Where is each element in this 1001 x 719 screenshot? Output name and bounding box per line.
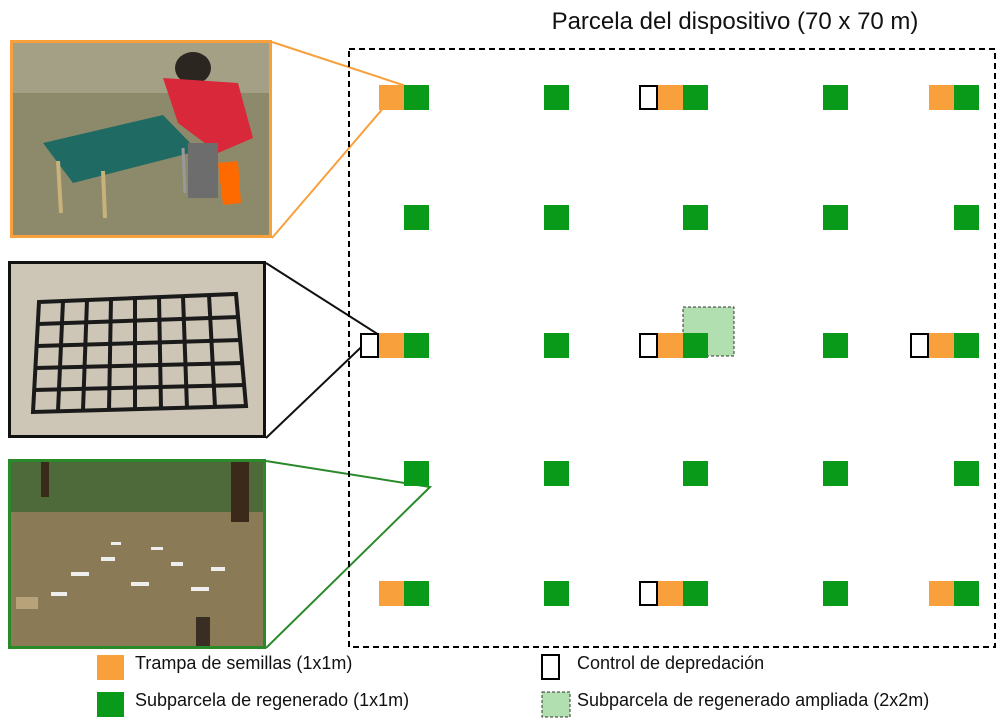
forest-floor-illustration	[11, 462, 263, 646]
regen-subplot	[683, 581, 708, 606]
seed-trap	[658, 581, 683, 606]
connector-seed-trap	[271, 41, 405, 239]
legend-label-regen-expanded: Subparcela de regenerado ampliada (2x2m)	[577, 690, 930, 710]
seed-trap	[379, 333, 404, 358]
connector-control	[265, 262, 378, 439]
seed-trap	[379, 581, 404, 606]
legend-label-control: Control de depredación	[577, 653, 765, 673]
regen-subplot	[823, 85, 848, 110]
regen-subplot	[823, 205, 848, 230]
seed-trap	[658, 333, 683, 358]
legend-swatch-control	[541, 654, 560, 680]
seed-trap-illustration	[13, 43, 269, 235]
predation-grid-illustration	[11, 264, 263, 435]
regen-subplot	[954, 85, 979, 110]
regen-subplot-photo	[8, 459, 266, 649]
regen-subplot	[954, 581, 979, 606]
regen-subplot	[404, 581, 429, 606]
regen-subplot	[404, 205, 429, 230]
plot-boundary	[348, 48, 996, 648]
regen-subplot	[683, 333, 708, 358]
connector-regen	[265, 460, 433, 649]
seed-trap-photo	[10, 40, 272, 238]
legend-swatch-seed-trap	[97, 655, 124, 680]
regen-subplot	[954, 333, 979, 358]
regen-subplot	[544, 85, 569, 110]
legend-label-regen: Subparcela de regenerado (1x1m)	[135, 690, 410, 710]
regen-subplot	[954, 205, 979, 230]
predation-control	[639, 85, 658, 110]
regen-subplot	[823, 581, 848, 606]
legend-swatch-regen	[97, 692, 124, 717]
regen-subplot	[954, 461, 979, 486]
diagram-title: Parcela del dispositivo (70 x 70 m)	[551, 8, 919, 35]
predation-control	[639, 333, 658, 358]
seed-trap	[658, 85, 683, 110]
predation-control	[639, 581, 658, 606]
regen-subplot	[544, 581, 569, 606]
seed-trap	[929, 333, 954, 358]
regen-subplot	[544, 333, 569, 358]
regen-subplot	[683, 205, 708, 230]
predation-control	[360, 333, 379, 358]
seed-trap	[379, 85, 404, 110]
seed-trap	[929, 85, 954, 110]
regen-subplot	[544, 461, 569, 486]
regen-subplot	[683, 85, 708, 110]
seed-trap	[929, 581, 954, 606]
legend-label-seed-trap: Trampa de semillas (1x1m)	[135, 653, 353, 673]
legend-swatch-regen-expanded	[541, 691, 571, 718]
regen-subplot	[823, 333, 848, 358]
regen-subplot	[404, 461, 429, 486]
regen-subplot	[683, 461, 708, 486]
regen-subplot	[404, 333, 429, 358]
regen-subplot	[823, 461, 848, 486]
regen-subplot	[544, 205, 569, 230]
predation-grid-photo	[8, 261, 266, 438]
predation-control	[910, 333, 929, 358]
regen-subplot	[404, 85, 429, 110]
